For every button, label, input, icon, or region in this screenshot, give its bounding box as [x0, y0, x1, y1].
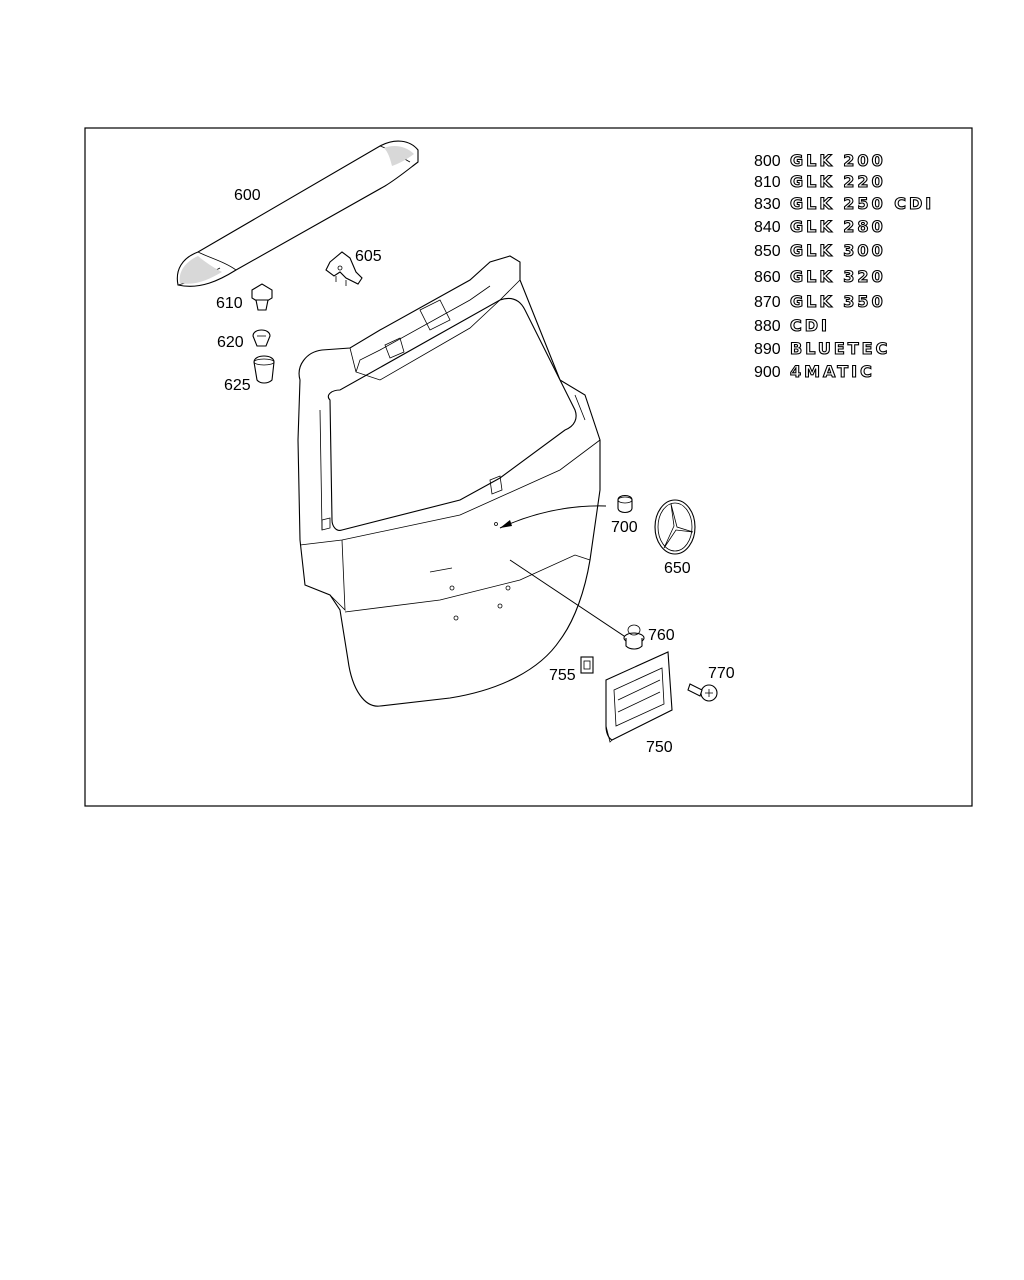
badge-number: 850 [754, 243, 781, 260]
label-625: 625 [224, 377, 251, 394]
badge-text: GLK 200 [790, 151, 886, 170]
clip-610 [251, 283, 273, 311]
badge-number: 880 [754, 318, 781, 335]
bracket-605 [325, 251, 363, 286]
badge-text: GLK 350 [790, 292, 886, 311]
badge-number: 860 [754, 269, 781, 286]
badge-text: BLUETEC [790, 339, 890, 358]
badge-number: 890 [754, 341, 781, 358]
clip-755 [580, 656, 594, 674]
grommet-700 [617, 494, 633, 514]
arrow-700 [499, 505, 607, 529]
label-600: 600 [234, 187, 261, 204]
label-605: 605 [355, 248, 382, 265]
badge-number: 800 [754, 153, 781, 170]
screw-770 [687, 683, 718, 702]
label-700: 700 [611, 519, 638, 536]
label-650: 650 [664, 560, 691, 577]
label-755: 755 [549, 667, 576, 684]
label-620: 620 [217, 334, 244, 351]
arrow-head-icon [500, 520, 512, 528]
badge-text: GLK 320 [790, 267, 886, 286]
tailgate [297, 255, 601, 707]
label-610: 610 [216, 295, 243, 312]
license-plate-bracket-750 [605, 651, 673, 743]
label-770: 770 [708, 665, 735, 682]
label-750: 750 [646, 739, 673, 756]
clip-620 [252, 329, 271, 347]
badge-number: 840 [754, 219, 781, 236]
badge-number: 870 [754, 294, 781, 311]
badge-text: CDI [790, 316, 830, 335]
clip-625 [253, 355, 275, 384]
label-760: 760 [648, 627, 675, 644]
star-emblem-650 [654, 499, 696, 555]
badge-text: GLK 250 CDI [790, 194, 934, 213]
badge-text: GLK 280 [790, 217, 886, 236]
spoiler-600 [176, 140, 419, 287]
badge-text: GLK 220 [790, 172, 886, 191]
badge-text: 4MATIC [790, 362, 875, 381]
nut-760 [623, 624, 645, 650]
badge-text: GLK 300 [790, 241, 886, 260]
badge-number: 810 [754, 174, 781, 191]
badge-legend: 800 GLK 200 810 GLK 220 830 GLK 250 CDI … [754, 150, 934, 381]
leader-760 [509, 559, 631, 641]
badge-number: 830 [754, 196, 781, 213]
badge-number: 900 [754, 364, 781, 381]
